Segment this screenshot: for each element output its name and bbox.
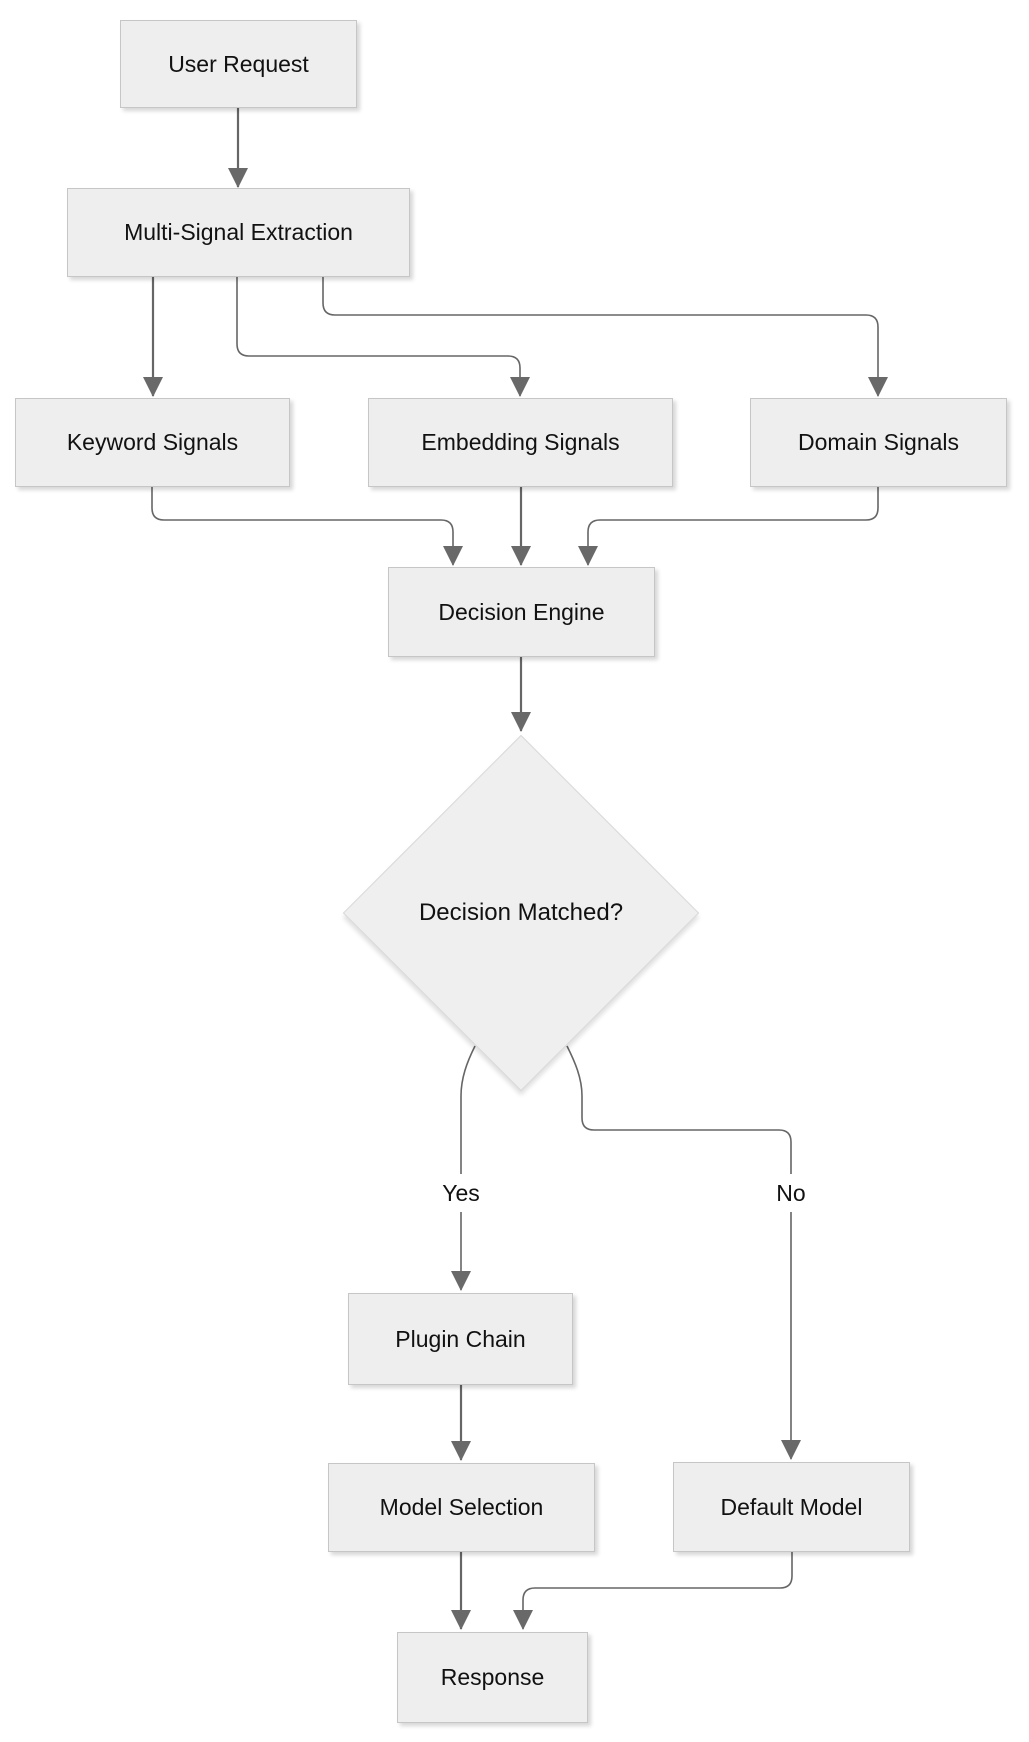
node-embedding-signals: Embedding Signals <box>368 398 673 487</box>
edge-diamond-no-upper <box>566 1045 792 1174</box>
edge-multi-signal-to-domain <box>322 277 888 397</box>
edge-domain-to-decision-engine <box>578 487 879 566</box>
node-multi-signal-extraction: Multi-Signal Extraction <box>67 188 410 277</box>
edge-label-no: No <box>746 1180 836 1207</box>
node-response: Response <box>397 1632 588 1723</box>
edge-diamond-yes-upper <box>460 1045 476 1174</box>
node-user-request: User Request <box>120 20 357 108</box>
node-decision-engine: Decision Engine <box>388 567 655 657</box>
node-domain-signals: Domain Signals <box>750 398 1007 487</box>
edge-default-model-to-response <box>513 1552 793 1630</box>
edge-keyword-to-decision-engine <box>151 487 463 566</box>
edge-multi-signal-to-embedding <box>236 277 530 397</box>
node-default-model: Default Model <box>673 1462 910 1552</box>
edge-label-yes: Yes <box>416 1180 506 1207</box>
node-plugin-chain: Plugin Chain <box>348 1293 573 1385</box>
node-model-selection: Model Selection <box>328 1463 595 1552</box>
node-decision-matched-label: Decision Matched? <box>418 899 624 926</box>
node-keyword-signals: Keyword Signals <box>15 398 290 487</box>
